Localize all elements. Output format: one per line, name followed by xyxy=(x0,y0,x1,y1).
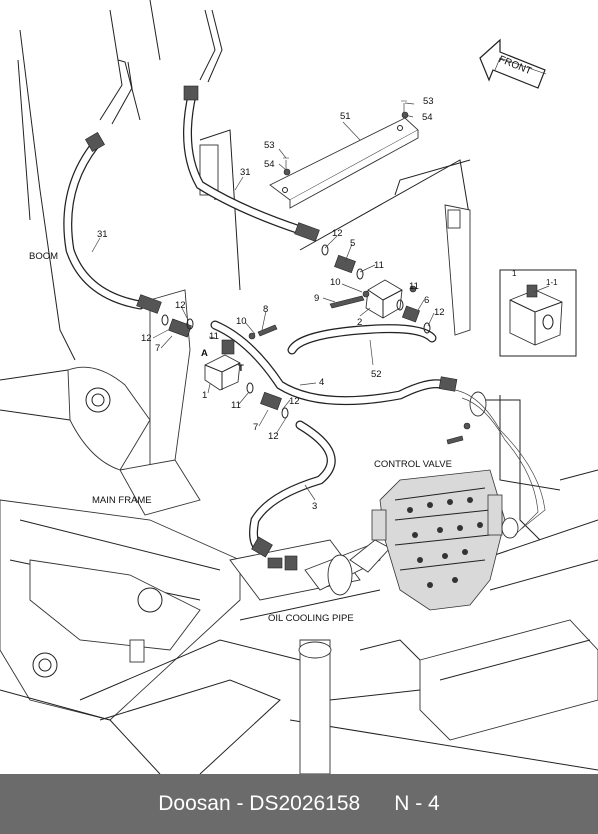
oil-cooling-pipe xyxy=(298,539,391,775)
callout-1: 1 xyxy=(202,390,207,401)
callout-12: 12 xyxy=(268,431,279,442)
callout-11: 11 xyxy=(409,281,419,292)
hose-52 xyxy=(287,324,437,355)
hose-31-boom xyxy=(63,59,162,314)
callout-5: 5 xyxy=(350,238,355,249)
callout-54: 54 xyxy=(422,112,433,123)
hose-31-upper xyxy=(183,9,320,242)
callout-12: 12 xyxy=(289,396,300,407)
right-structure xyxy=(289,159,598,771)
footer-page: N - 4 xyxy=(394,792,440,815)
leader-lines xyxy=(91,102,533,501)
callout-31: 31 xyxy=(97,229,108,240)
footer-bar: Doosan - DS2026158 N - 4 xyxy=(0,774,598,834)
front-arrow: FRONT xyxy=(479,38,547,89)
boom-label: BOOM xyxy=(29,251,58,262)
main-frame-structure xyxy=(0,499,381,775)
control-valve xyxy=(371,469,506,611)
block-2 xyxy=(321,244,431,334)
section-labels: BOOM MAIN FRAME CONTROL VALVE OIL COOLIN… xyxy=(29,251,452,624)
oil-cooling-pipe-label: OIL COOLING PIPE xyxy=(268,613,354,624)
callout-10: 10 xyxy=(236,316,247,327)
callout-11: 11 xyxy=(231,400,241,411)
right-fittings xyxy=(267,389,546,571)
callout-9: 9 xyxy=(314,293,319,304)
port-t-label: T xyxy=(238,363,244,374)
callout-12: 12 xyxy=(332,228,343,239)
callout-53: 53 xyxy=(423,96,434,107)
callout-3: 3 xyxy=(312,501,317,512)
callout-numbers: 53 54 51 53 54 31 31 12 5 11 10 9 2 11 6… xyxy=(97,96,445,512)
callout-51: 51 xyxy=(340,111,351,122)
callout-10: 10 xyxy=(330,277,341,288)
control-valve-label: CONTROL VALVE xyxy=(374,459,452,470)
boom-structure xyxy=(0,0,241,516)
block-1 xyxy=(161,314,289,419)
callout-8: 8 xyxy=(263,304,268,315)
callout-31: 31 xyxy=(240,167,251,178)
hose-4 xyxy=(210,320,458,406)
callout-52: 52 xyxy=(371,369,382,380)
callout-7: 7 xyxy=(253,422,258,433)
inset-callout-1: 1 xyxy=(512,269,517,278)
callout-6: 6 xyxy=(424,295,429,306)
callout-12: 12 xyxy=(175,300,186,311)
callout-11: 11 xyxy=(374,260,384,271)
callout-4: 4 xyxy=(319,377,324,388)
callout-2: 2 xyxy=(357,317,362,328)
parts-diagram: 53 54 51 53 54 31 31 12 5 11 10 9 2 11 6… xyxy=(0,0,598,775)
port-a-label: A xyxy=(201,348,208,359)
callout-53: 53 xyxy=(264,140,275,151)
callout-54: 54 xyxy=(264,159,275,170)
inset-callout-1-1: 1-1 xyxy=(546,278,558,287)
footer-part-number: Doosan - DS2026158 xyxy=(158,792,361,815)
callout-11: 11 xyxy=(209,331,219,342)
callout-12: 12 xyxy=(434,307,445,318)
callout-7: 7 xyxy=(155,343,160,354)
main-frame-label: MAIN FRAME xyxy=(92,495,152,506)
hose-3 xyxy=(249,420,336,558)
detail-inset: 1 1-1 xyxy=(499,269,577,357)
callout-12: 12 xyxy=(141,333,152,344)
